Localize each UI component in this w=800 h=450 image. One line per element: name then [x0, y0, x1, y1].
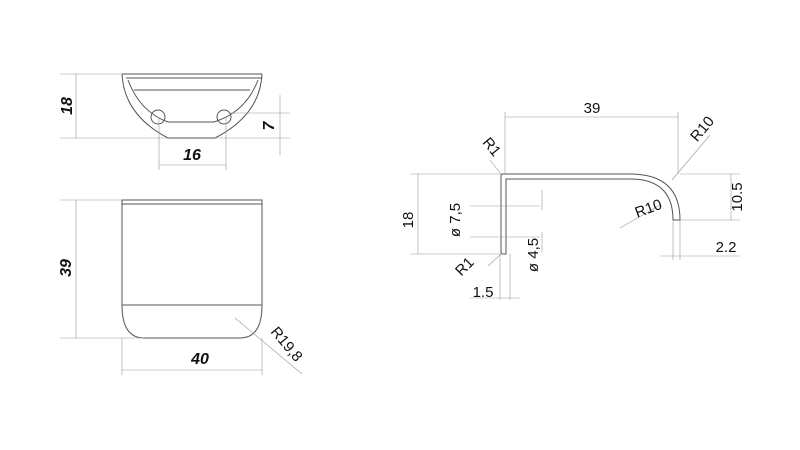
top-view: 18 7 16: [59, 73, 290, 170]
side-length-dim: 39: [584, 100, 601, 117]
top-height-dim: 18: [59, 97, 76, 115]
front-view-outline: [121, 199, 263, 339]
front-radius-dim: R19,8: [267, 324, 306, 366]
hole-dia-dim: ø 4,5: [525, 238, 542, 272]
mount-hole-left: [150, 109, 166, 125]
front-view: 39 40 R19,8: [58, 199, 306, 375]
inner-radius-dim: R10: [633, 196, 665, 221]
front-height-dim: 39: [58, 259, 75, 277]
outer-radius-dim: R10: [687, 113, 718, 145]
side-view-profile: [500, 173, 681, 255]
counterbore-dia-dim: ø 7,5: [447, 203, 464, 237]
lip-height-dim: 10.5: [729, 182, 746, 211]
thickness-dim: 1.5: [473, 284, 494, 301]
front-width-dim: 40: [190, 351, 209, 368]
corner-radius-top: R1: [479, 134, 504, 160]
lip-thickness-dim: 2.2: [716, 239, 737, 256]
side-height-dim: 18: [400, 212, 417, 229]
corner-radius-bottom: R1: [452, 254, 478, 280]
side-view: 39 18 R10 R10 R1 R1 ø 7,5 ø 4,5 1.5 10.5…: [400, 100, 746, 301]
top-view-outline: [121, 73, 263, 139]
top-view-inner: [126, 77, 262, 123]
hole-offset-dim: 7: [261, 120, 278, 130]
hole-spacing-dim: 16: [183, 147, 201, 164]
mount-hole-right: [216, 109, 232, 125]
